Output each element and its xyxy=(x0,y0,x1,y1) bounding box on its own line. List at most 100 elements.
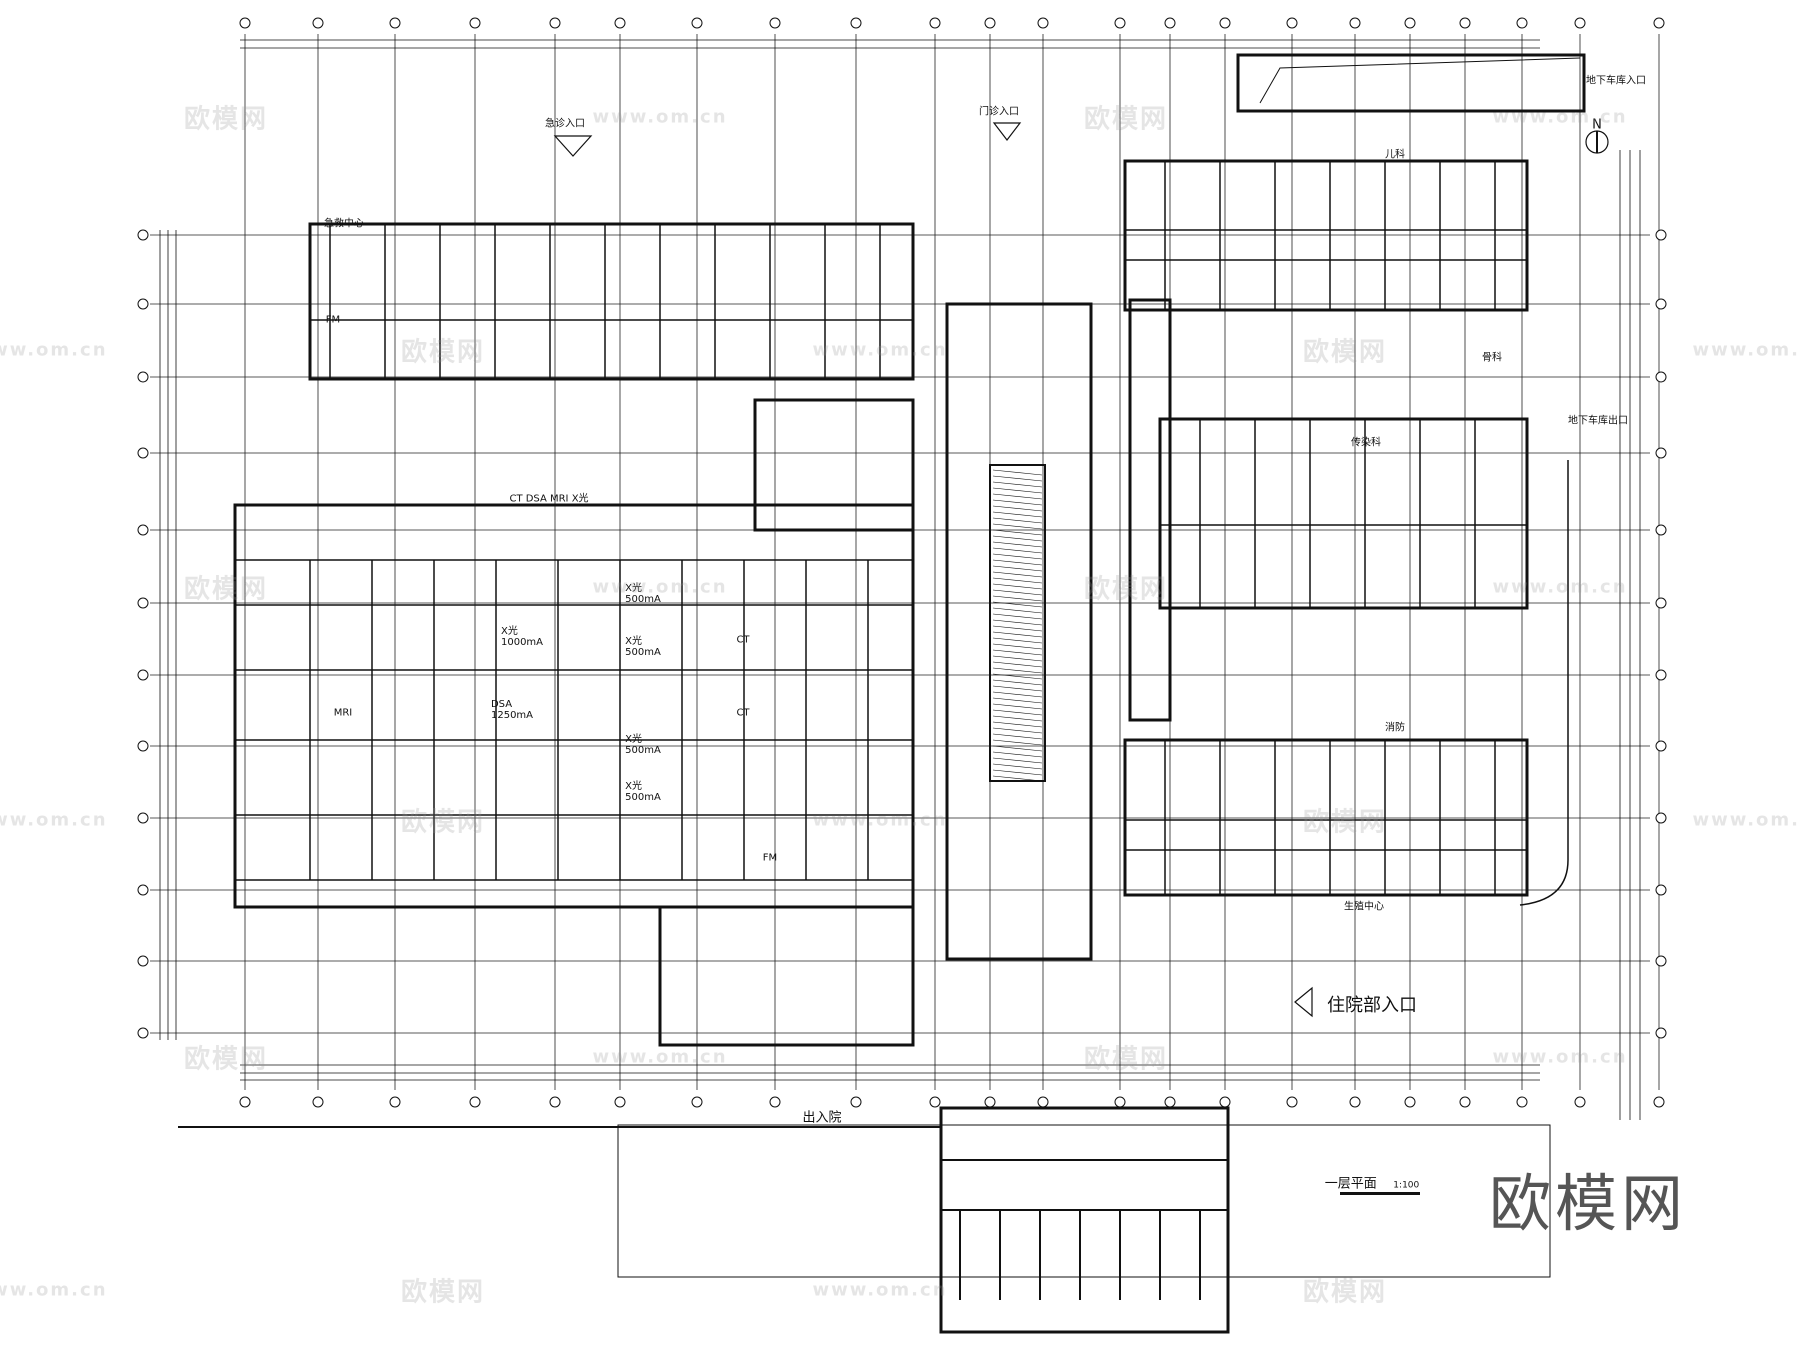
watermark: www.om.cn xyxy=(1692,339,1800,361)
watermark: www.om.cn xyxy=(812,809,948,831)
axis-bubble xyxy=(1164,17,1176,29)
hatch-line xyxy=(992,637,1043,644)
hatch-line xyxy=(992,589,1043,596)
hatch-line xyxy=(992,715,1043,722)
hatch-line xyxy=(992,487,1043,494)
hatch-line xyxy=(992,523,1043,530)
hatch-line xyxy=(992,559,1043,566)
axis-bubble xyxy=(1516,17,1528,29)
axis-bubble xyxy=(137,229,149,241)
watermark: www.om.cn xyxy=(1492,1046,1628,1068)
hatch-line xyxy=(992,673,1043,680)
site-boundary xyxy=(617,1124,1551,1278)
axis-bubble xyxy=(929,17,941,29)
axis-bubble xyxy=(1349,1096,1361,1108)
watermark: 欧模网 xyxy=(400,1277,486,1308)
reproductive-block xyxy=(1123,738,1529,897)
axis-bubble xyxy=(389,17,401,29)
hatch-line xyxy=(992,529,1043,536)
hatch-line xyxy=(992,703,1043,710)
hatch-line xyxy=(992,613,1043,620)
hatch-line xyxy=(992,475,1043,482)
room-label: FM xyxy=(762,852,778,864)
hatch-line xyxy=(992,739,1043,746)
admission-label: 出入院 xyxy=(802,1110,842,1126)
hatch-line xyxy=(992,595,1043,602)
axis-bubble xyxy=(1286,17,1298,29)
axis-bubble xyxy=(1114,17,1126,29)
hatch-line xyxy=(992,535,1043,542)
axis-bubble xyxy=(1459,1096,1471,1108)
watermark: 欧模网 xyxy=(183,1044,269,1075)
hatch-line xyxy=(992,727,1043,734)
axis-bubble xyxy=(769,17,781,29)
garage-exit-ramp xyxy=(1519,460,1569,906)
axis-bubble xyxy=(137,884,149,896)
axis-bubble xyxy=(1574,1096,1586,1108)
room-label: MRI xyxy=(333,707,353,719)
hatch-line xyxy=(992,547,1043,554)
axis-bubble xyxy=(137,812,149,824)
room-label: CT xyxy=(736,707,750,719)
drawing-title: 一层平面 1:100 xyxy=(1324,1176,1420,1192)
watermark: www.om.cn xyxy=(812,1279,948,1301)
garage-exit-label: 地下车库出口 xyxy=(1568,415,1628,427)
emergency-entrance-label: 急诊入口 xyxy=(545,118,585,130)
axis-bubble xyxy=(1655,955,1667,967)
infectious-block xyxy=(1158,417,1529,610)
axis-bubble xyxy=(137,524,149,536)
watermark: www.om.cn xyxy=(1492,576,1628,598)
garage-ramp xyxy=(1236,53,1586,113)
watermark: 欧模网 xyxy=(183,104,269,135)
axis-bubble xyxy=(1037,1096,1049,1108)
axis-bubble xyxy=(691,1096,703,1108)
hatch-line xyxy=(992,601,1043,608)
axis-bubble xyxy=(1655,884,1667,896)
hatch-line xyxy=(992,631,1043,638)
fire-label: 消防 xyxy=(1385,722,1405,734)
hatch-line xyxy=(992,553,1043,560)
hatch-line xyxy=(992,493,1043,500)
axis-bubble xyxy=(1037,17,1049,29)
hatch-line xyxy=(992,577,1043,584)
hatch-line xyxy=(992,655,1043,662)
axis-bubble xyxy=(1574,17,1586,29)
axis-bubble xyxy=(1655,298,1667,310)
axis-grid xyxy=(137,17,1667,1120)
garage-entrance-label: 地下车库入口 xyxy=(1586,75,1646,87)
axis-bubble xyxy=(239,17,251,29)
axis-bubble xyxy=(1516,1096,1528,1108)
watermark: 欧模网 xyxy=(1083,104,1169,135)
axis-bubble xyxy=(239,1096,251,1108)
axis-bubble xyxy=(137,597,149,609)
hatch-line xyxy=(992,763,1043,770)
ward-annex xyxy=(939,1106,1230,1334)
room-label: CT xyxy=(736,634,750,646)
watermark: www.om.cn xyxy=(0,1279,108,1301)
hatch-line xyxy=(992,709,1043,716)
building-walls xyxy=(178,53,1609,1334)
watermark: www.om.cn xyxy=(1492,106,1628,128)
axis-bubble xyxy=(137,298,149,310)
pediatrics-block xyxy=(1123,159,1529,312)
axis-bubble xyxy=(1114,1096,1126,1108)
axis-bubble xyxy=(1459,17,1471,29)
hatch-line xyxy=(992,481,1043,488)
axis-bubble xyxy=(1219,17,1231,29)
axis-bubble xyxy=(312,1096,324,1108)
watermark: 欧模网 xyxy=(1302,337,1388,368)
imaging-wing xyxy=(233,503,915,909)
hatch-line xyxy=(992,685,1043,692)
axis-bubble xyxy=(614,1096,626,1108)
watermark: 欧模网 xyxy=(400,807,486,838)
axis-bubble xyxy=(1655,371,1667,383)
hatch-line xyxy=(992,667,1043,674)
hatch-line xyxy=(992,469,1043,476)
axis-bubble xyxy=(1404,1096,1416,1108)
watermark: www.om.cn xyxy=(812,339,948,361)
axis-bubble xyxy=(1655,524,1667,536)
